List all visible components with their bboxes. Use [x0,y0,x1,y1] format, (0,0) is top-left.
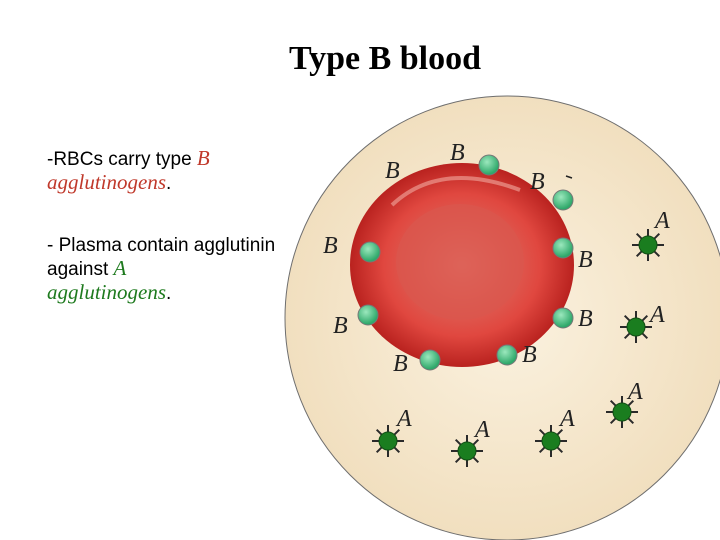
note2-prefix: - Plasma contain agglutinin against [47,235,276,280]
antigen-label: B [385,158,400,184]
antigen-label: B [393,351,408,377]
antigen-dot [478,154,500,176]
antibody-labels: A A A A A A [395,208,670,443]
antibody-dot [457,441,477,461]
antigen-dot [359,241,381,263]
antigen-label: B [578,247,593,273]
antibody-label: A [395,406,412,432]
page-title: Type B blood [288,40,482,77]
antibody-dot [541,431,561,451]
note2-end: . [166,283,172,304]
antibody-dot [378,431,398,451]
note2-term: agglutinogens [47,280,166,304]
antibody-label: A [648,302,665,328]
note1-end: . [166,173,172,194]
antigen-dot [496,344,518,366]
antibody-dot [638,235,658,255]
antigen-label: B [522,342,537,368]
red-blood-cell [350,163,574,367]
rbc-dimple [396,204,524,320]
antibody-label: A [653,208,670,234]
antigen-dot [419,349,441,371]
antigen-dot [552,189,574,211]
antibody-glyph [606,396,638,428]
antigen-tick [565,175,573,179]
antibody-group [372,229,664,467]
rbc-highlight [390,176,521,207]
antibody-label: A [558,406,575,432]
antigen-label: B [530,169,545,195]
antigen-label: B [450,140,465,166]
note1-term: agglutinogens [47,170,166,194]
antibody-dot [626,317,646,337]
note1-prefix: -RBCs carry type [47,149,197,170]
antigen-group [357,154,574,371]
antibody-label: A [473,417,490,443]
antigen-dot [357,304,379,326]
antibody-glyph [451,435,483,467]
antigen-labels: B B B B B B B B B [323,140,593,377]
note2-type: A [113,256,127,280]
antigen-label: B [333,313,348,339]
antigen-dot [552,307,574,329]
antigen-label: B [323,233,338,259]
antigen-label: B [578,306,593,332]
antibody-glyph [632,229,664,261]
antibody-glyph [620,311,652,343]
antibody-dot [612,402,632,422]
note1-type: B [196,146,210,170]
antibody-label: A [626,379,643,405]
note-rbc-agglutinogens: -RBCs carry type B agglutinogens. [47,147,277,195]
antibody-glyph [535,425,567,457]
antigen-dot [552,237,574,259]
antibody-glyph [372,425,404,457]
note-plasma-agglutinin: - Plasma contain agglutinin against A ag… [47,235,277,305]
